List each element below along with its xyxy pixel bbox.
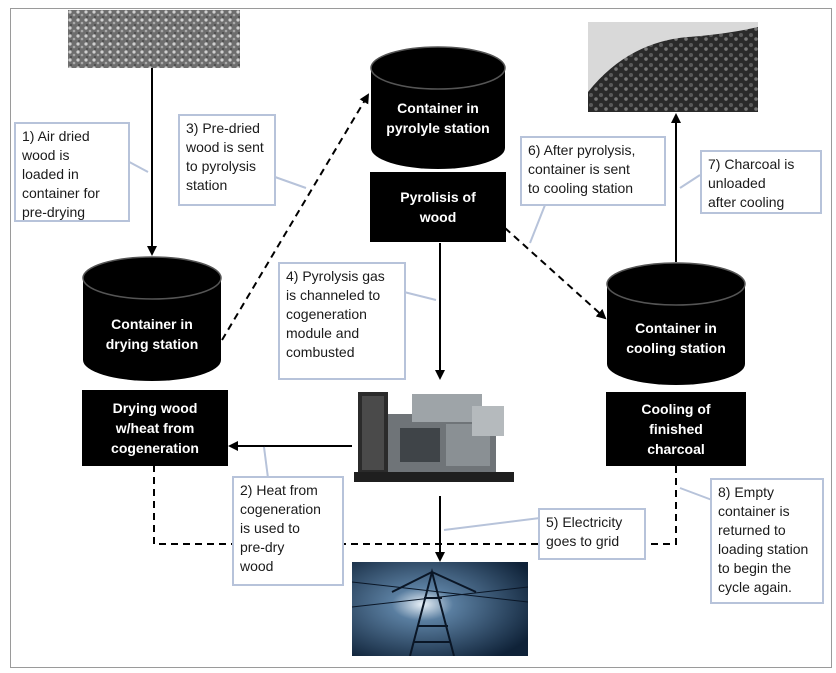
pointer-step-4 [403, 291, 437, 301]
cylinder-shape [82, 256, 222, 381]
pyrolysis-station-container: Container in pyrolyle station [370, 46, 506, 170]
power-grid-pylon-photo [352, 562, 528, 656]
step-4-callout: 4) Pyrolysis gas is channeled to cogener… [278, 262, 406, 380]
arrow-pyrolysis-to-cooling [504, 227, 607, 320]
pointer-step-2 [263, 446, 269, 479]
cooling-process-box: Cooling of finished charcoal [606, 392, 746, 466]
pyrolysis-process-box: Pyrolisis of wood [370, 172, 506, 242]
step-1-callout: 1) Air dried wood is loaded in container… [14, 122, 130, 222]
drying-station-container: Container in drying station [82, 256, 222, 382]
pointer-step-3 [274, 176, 307, 189]
step-6-callout: 6) After pyrolysis, container is sent to… [520, 136, 666, 206]
charcoal-pile-photo [588, 22, 758, 112]
pointer-step-7 [679, 174, 701, 189]
return-loop-dashed [153, 466, 677, 545]
air-dried-wood-photo [68, 10, 240, 68]
drying-process-box: Drying wood w/heat from cogeneration [82, 390, 228, 466]
step-5-callout: 5) Electricity goes to grid [538, 508, 646, 560]
step-8-callout: 8) Empty container is returned to loadin… [710, 478, 824, 604]
drying-container-label: Container in drying station [105, 316, 199, 352]
pointer-step-5 [443, 517, 541, 531]
step-7-callout: 7) Charcoal is unloaded after cooling [700, 150, 822, 214]
cylinder-shape [606, 262, 746, 385]
cogeneration-generator-photo [354, 392, 514, 482]
pointer-step-6 [529, 204, 546, 244]
pointer-step-8 [679, 487, 713, 501]
cooling-container-label: Container in cooling station [626, 320, 726, 356]
pyrolysis-container-label: Container in pyrolyle station [386, 100, 490, 136]
step-3-callout: 3) Pre-dried wood is sent to pyrolysis s… [178, 114, 276, 206]
diagram-frame [10, 8, 832, 668]
cylinder-shape [370, 46, 506, 169]
cooling-station-container: Container in cooling station [606, 262, 746, 386]
step-2-callout: 2) Heat from cogeneration is used to pre… [232, 476, 344, 586]
